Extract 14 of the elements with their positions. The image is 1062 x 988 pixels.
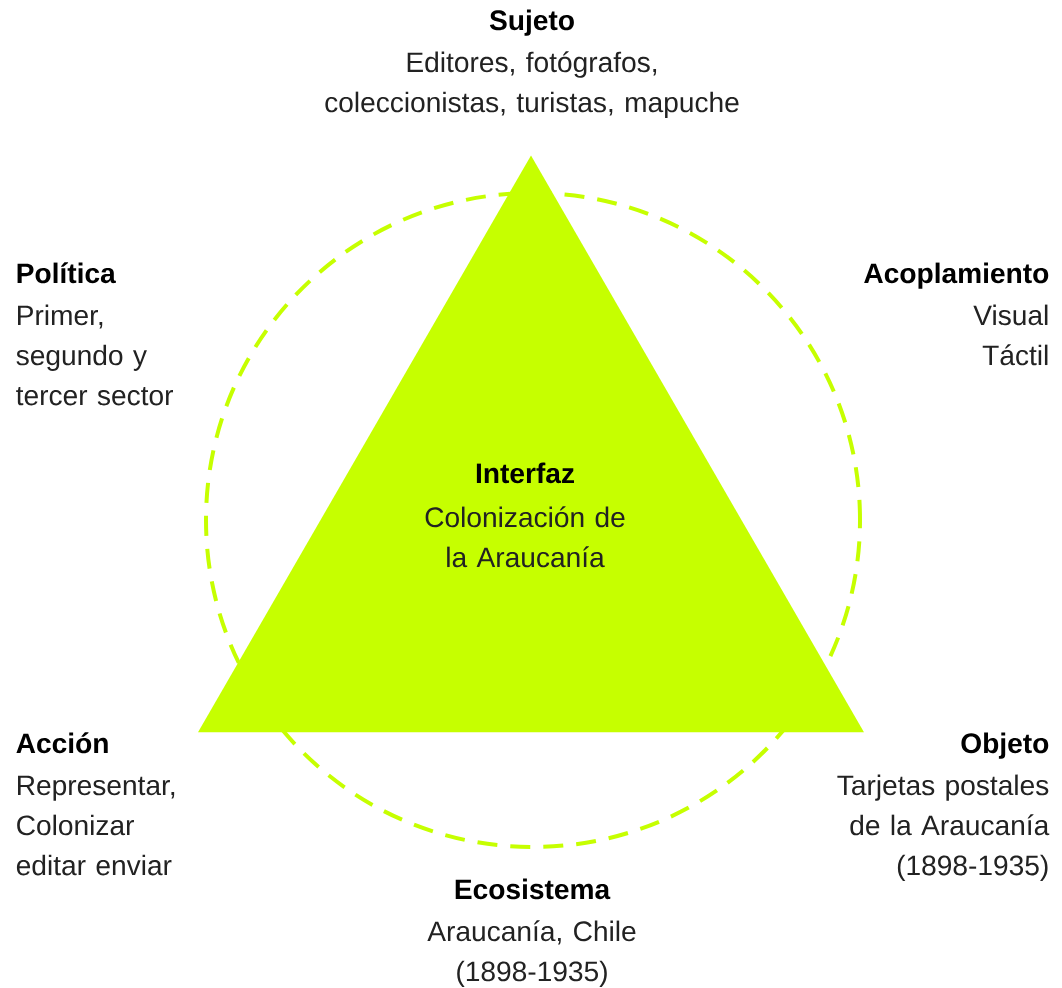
body-text: Representar, Colonizar editar enviar bbox=[16, 775, 175, 876]
body-text: Tarjetas postales de la Araucanía (1898-1935) bbox=[837, 774, 1050, 881]
node-title: Interfaz bbox=[476, 462, 574, 484]
body-text: Visual Táctil bbox=[973, 304, 1048, 366]
heading-text: Objeto bbox=[961, 732, 1049, 759]
body-text: Primer, segundo y tercer sector bbox=[16, 304, 173, 406]
heading-text: Ecosistema bbox=[455, 878, 611, 900]
heading-text: Acoplamiento bbox=[864, 262, 1049, 289]
body-text: Araucanía, Chile (1898-1935) bbox=[427, 920, 636, 987]
heading-text: Política bbox=[17, 262, 116, 284]
heading-text: Sujeto bbox=[489, 9, 574, 36]
heading-text: Acción bbox=[16, 732, 108, 754]
body-text: Editores, fotógrafos, coleccionistas, turistas, mapuche bbox=[325, 51, 739, 118]
node-text: Colonización de la Araucanía bbox=[425, 506, 625, 568]
